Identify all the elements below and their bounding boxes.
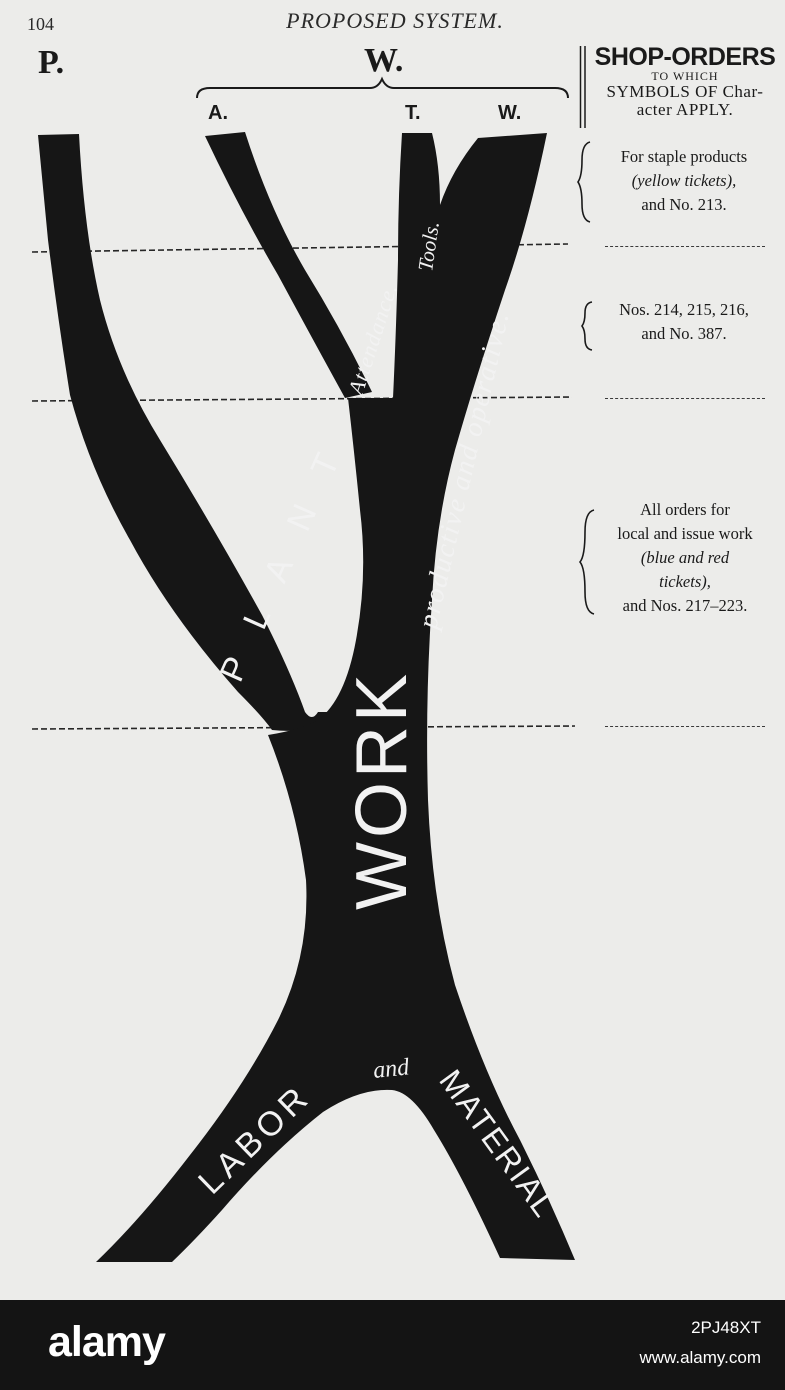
attendance-branch — [205, 132, 372, 398]
note-line: local and issue work — [617, 524, 753, 543]
shop-orders-subtitle: SYMBOLS OF Char- — [606, 81, 764, 101]
double-rule — [579, 46, 586, 128]
separator-line — [605, 246, 765, 247]
note-line: tickets), — [659, 572, 711, 591]
attendance-label: Attendance. — [342, 280, 402, 399]
plant-branch — [38, 134, 340, 731]
note-line: For staple products — [620, 147, 748, 166]
and-label: and — [372, 1054, 412, 1084]
shop-orders-subtitle: acter APPLY. — [636, 99, 734, 119]
note-line: and No. 387. — [641, 324, 727, 343]
alamy-logo: alamy — [48, 1318, 166, 1366]
note-line: (yellow tickets), — [631, 171, 737, 190]
note-brace — [578, 509, 595, 615]
work-trunk — [96, 133, 575, 1262]
note-line: and No. 213. — [641, 195, 727, 214]
column-p-heading: P. — [38, 44, 65, 81]
note-brace — [581, 301, 593, 351]
page-number: 104 — [27, 14, 54, 34]
shop-orders-subtitle: TO WHICH — [651, 69, 719, 84]
note-line: All orders for — [640, 500, 730, 519]
work-label: WORK — [342, 670, 422, 910]
column-w-heading: W. — [364, 42, 404, 79]
note-staple-products: For staple products (yellow tickets), an… — [598, 145, 770, 217]
note-line: Nos. 214, 215, 216, — [619, 300, 749, 319]
note-brace — [577, 141, 591, 223]
tree-shape — [38, 132, 575, 1262]
shop-orders-heading: SHOP-ORDERS TO WHICH SYMBOLS OF Char- ac… — [590, 44, 780, 119]
separator-line — [605, 398, 765, 399]
column-t-heading: T. — [405, 102, 421, 124]
source-url: www.alamy.com — [639, 1348, 761, 1367]
note-local-issue-work: All orders for local and issue work (blu… — [597, 498, 773, 618]
work-tree-diagram: P L A N T Attendance. Tools. productive … — [31, 132, 576, 1262]
watermark-footer: alamy 2PJ48XT www.alamy.com — [0, 1300, 785, 1390]
note-line: (blue and red — [640, 548, 730, 567]
image-id: 2PJ48XT — [691, 1318, 761, 1337]
column-a-heading: A. — [208, 102, 228, 124]
column-w-sub-heading: W. — [498, 102, 522, 124]
w-brace — [196, 76, 569, 99]
separator-line — [605, 726, 765, 727]
running-head: PROPOSED SYSTEM. — [286, 8, 504, 33]
book-page: 104 PROPOSED SYSTEM. P. W. A. T. W. SHOP… — [0, 0, 785, 1300]
plant-label: P L A N T — [213, 436, 353, 687]
note-line: and Nos. 217–223. — [622, 596, 748, 615]
shop-orders-title: SHOP-ORDERS — [594, 43, 776, 71]
note-nos-214-216: Nos. 214, 215, 216, and No. 387. — [598, 298, 770, 346]
